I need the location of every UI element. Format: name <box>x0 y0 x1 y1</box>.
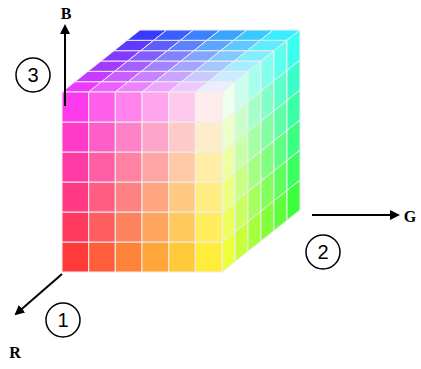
cube-cell <box>195 182 222 212</box>
cube-cell <box>115 242 142 272</box>
cube-cell <box>142 92 169 122</box>
axis-label: R <box>9 344 21 362</box>
callout-circle: 2 <box>305 234 341 270</box>
circle-shape <box>306 235 340 269</box>
cube-cell <box>142 212 169 242</box>
cube-cell <box>195 152 222 182</box>
callout-number: 3 <box>27 64 38 87</box>
cube-cell <box>169 242 196 272</box>
cube-cell <box>62 212 89 242</box>
cube-cell <box>115 122 142 152</box>
cube-cell <box>234 51 274 61</box>
cube-cell <box>142 152 169 182</box>
cube-cell <box>195 92 222 122</box>
cube-cell <box>115 152 142 182</box>
cube-cell <box>89 92 116 122</box>
cube-cell <box>169 122 196 152</box>
callout-number: 1 <box>57 309 68 332</box>
cube-cell <box>62 242 89 272</box>
cube-cell <box>115 92 142 122</box>
g-axis-arrow <box>312 214 398 216</box>
cube-cell <box>195 242 222 272</box>
cube-cell <box>89 212 116 242</box>
cube-cell <box>62 152 89 182</box>
cube-cell <box>142 242 169 272</box>
callout-circle: 3 <box>15 57 51 93</box>
cube-cell <box>115 182 142 212</box>
cube-cell <box>169 92 196 122</box>
cube-cell <box>89 152 116 182</box>
cube-cell <box>221 61 261 71</box>
axis-label: G <box>404 208 416 226</box>
circle-shape <box>46 303 80 337</box>
cube-cell <box>89 122 116 152</box>
cube-cell <box>62 92 89 122</box>
cube-cell <box>247 40 287 50</box>
callout-circle: 1 <box>45 302 81 338</box>
cube-cell <box>62 122 89 152</box>
cube-cell <box>287 30 300 70</box>
b-axis-arrow <box>64 26 66 106</box>
cube-cell <box>89 242 116 272</box>
cube-cell <box>169 212 196 242</box>
cube-cell <box>89 182 116 212</box>
cube-cell <box>195 122 222 152</box>
axis-label: B <box>61 5 72 23</box>
cube-cell <box>142 182 169 212</box>
cube-cell <box>169 182 196 212</box>
cube-cell <box>62 182 89 212</box>
cube-cell <box>208 71 248 81</box>
cube-cell <box>195 212 222 242</box>
circle-shape <box>16 58 50 92</box>
cube-cell <box>169 152 196 182</box>
cube-cell <box>115 212 142 242</box>
callout-number: 2 <box>317 241 328 264</box>
cube-cell <box>195 82 235 92</box>
cube-cell <box>142 122 169 152</box>
color-cube <box>62 30 300 272</box>
